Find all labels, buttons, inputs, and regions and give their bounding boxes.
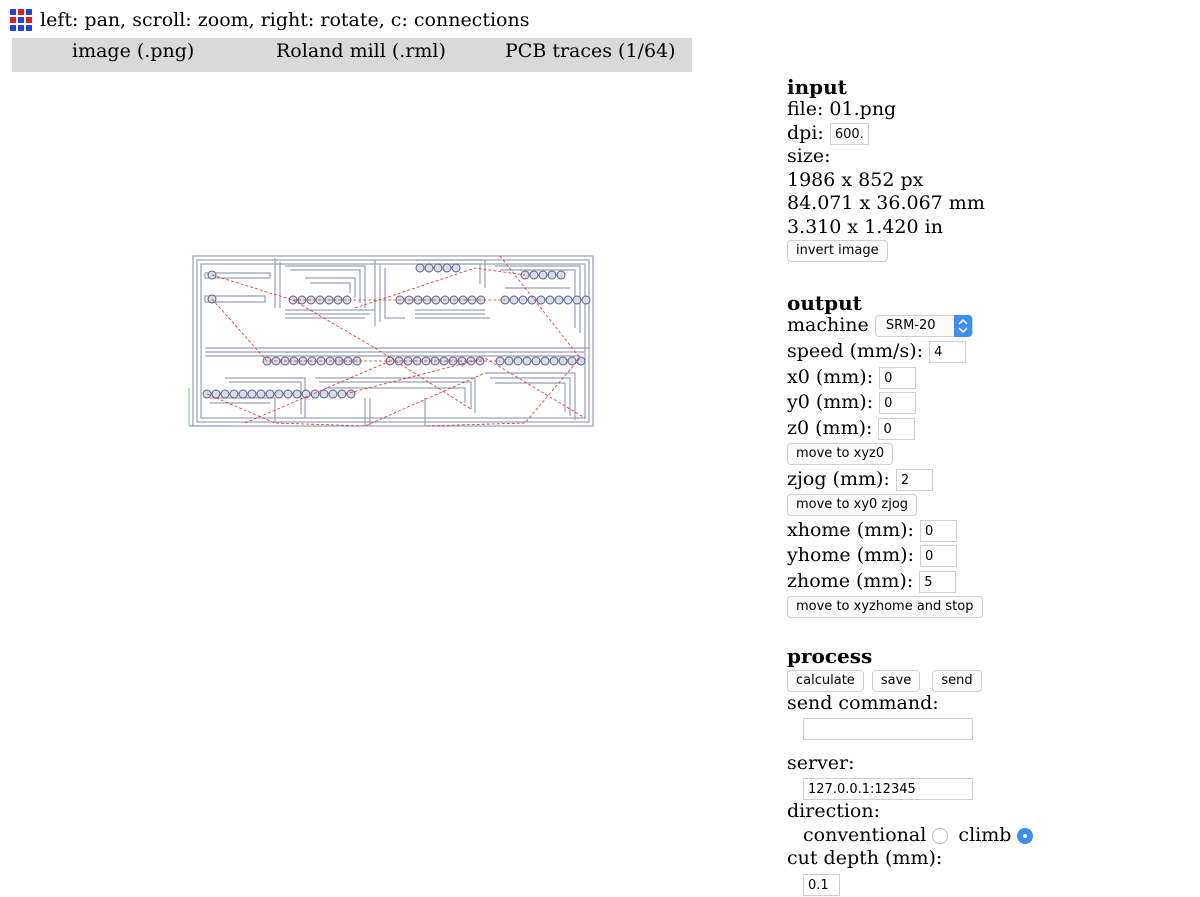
tab-pcb-traces[interactable]: PCB traces (1/64) xyxy=(505,40,676,62)
logo-dot xyxy=(18,9,24,15)
dpi-row: dpi: 600. xyxy=(787,122,1187,146)
logo-dot xyxy=(10,17,16,23)
climb-radio[interactable] xyxy=(1017,827,1034,844)
x0-label: x0 (mm): xyxy=(787,365,874,388)
speed-label: speed (mm/s): xyxy=(787,340,924,362)
tab-image-png[interactable]: image (.png) xyxy=(72,40,195,62)
size-label: size: xyxy=(787,145,831,167)
logo-dot xyxy=(26,17,32,23)
climb-label: climb xyxy=(958,823,1012,846)
output-heading: output xyxy=(787,290,862,315)
tab-roland-mill[interactable]: Roland mill (.rml) xyxy=(276,40,446,62)
size-mm: 84.071 x 36.067 mm xyxy=(787,192,985,214)
zjog-label: zjog (mm): xyxy=(787,467,890,490)
send-button[interactable]: send xyxy=(932,669,982,692)
machine-select[interactable]: SRM-20 xyxy=(874,314,973,337)
conventional-radio[interactable] xyxy=(932,827,949,844)
app-logo-icon xyxy=(10,9,32,31)
speed-input[interactable]: 4 xyxy=(929,341,967,363)
yhome-label: yhome (mm): xyxy=(787,544,914,566)
direction-label: direction: xyxy=(787,800,880,822)
save-button[interactable]: save xyxy=(871,669,921,692)
y0-input[interactable]: 0 xyxy=(879,392,917,414)
pad-row-top-middle xyxy=(395,263,486,305)
logo-dot xyxy=(26,25,32,31)
z0-label: z0 (mm): xyxy=(787,416,873,439)
dpi-label: dpi: xyxy=(787,121,824,144)
board-outline xyxy=(192,255,594,427)
xhome-label: xhome (mm): xyxy=(787,518,914,541)
zjog-input[interactable]: 2 xyxy=(895,468,933,491)
header-bar: left: pan, scroll: zoom, right: rotate, … xyxy=(10,6,529,34)
dpi-input[interactable]: 600. xyxy=(829,122,869,145)
x0-input[interactable]: 0 xyxy=(879,366,917,389)
machine-label: machine xyxy=(787,313,869,336)
server-label: server: xyxy=(787,752,855,774)
logo-dot xyxy=(10,9,16,15)
logo-dot xyxy=(18,25,24,31)
send-command-label: send command: xyxy=(787,692,939,714)
zhome-input[interactable]: 5 xyxy=(919,570,957,593)
size-in: 3.310 x 1.420 in xyxy=(787,215,943,238)
invert-image-button[interactable]: invert image xyxy=(787,240,888,262)
yhome-input[interactable]: 0 xyxy=(920,545,958,567)
pad-row-top-right xyxy=(500,270,591,305)
toolpath-canvas[interactable] xyxy=(185,248,600,433)
origin-axes-icon xyxy=(188,388,231,427)
instructions-text: left: pan, scroll: zoom, right: rotate, … xyxy=(40,9,530,31)
chevron-updown-icon xyxy=(953,314,972,337)
logo-dot xyxy=(26,9,32,15)
size-px: 1986 x 852 px xyxy=(787,168,924,191)
y0-label: y0 (mm): xyxy=(787,391,874,413)
cut-depth-label: cut depth (mm): xyxy=(787,847,943,869)
process-heading: process xyxy=(787,643,873,668)
move-to-xyz0-button[interactable]: move to xyz0 xyxy=(787,443,894,465)
connection-lines xyxy=(206,255,586,427)
send-command-input[interactable] xyxy=(803,717,973,740)
z0-input[interactable]: 0 xyxy=(878,417,916,440)
conventional-label: conventional xyxy=(803,823,927,846)
module-bar: image (.png) Roland mill (.rml) PCB trac… xyxy=(12,38,692,72)
zhome-label: zhome (mm): xyxy=(787,569,914,592)
xhome-input[interactable]: 0 xyxy=(920,519,957,542)
machine-value: SRM-20 xyxy=(885,317,936,333)
server-input[interactable]: 127.0.0.1:12345 xyxy=(803,777,973,800)
toolpath-svg xyxy=(188,255,594,427)
move-to-xyzhome-button[interactable]: move to xyzhome and stop xyxy=(787,596,983,618)
logo-dot xyxy=(10,25,16,31)
control-panel: input file: 01.png dpi: 600. size: 1986 … xyxy=(787,72,1187,896)
move-to-xy0-zjog-button[interactable]: move to xy0 zjog xyxy=(787,494,918,516)
calculate-button[interactable]: calculate xyxy=(787,669,864,692)
pad-row-bottom xyxy=(202,389,356,399)
cut-depth-input[interactable]: 0.1 xyxy=(803,873,840,896)
input-heading: input xyxy=(787,75,847,99)
file-label: file: 01.png xyxy=(787,98,897,120)
logo-dot xyxy=(18,17,24,23)
